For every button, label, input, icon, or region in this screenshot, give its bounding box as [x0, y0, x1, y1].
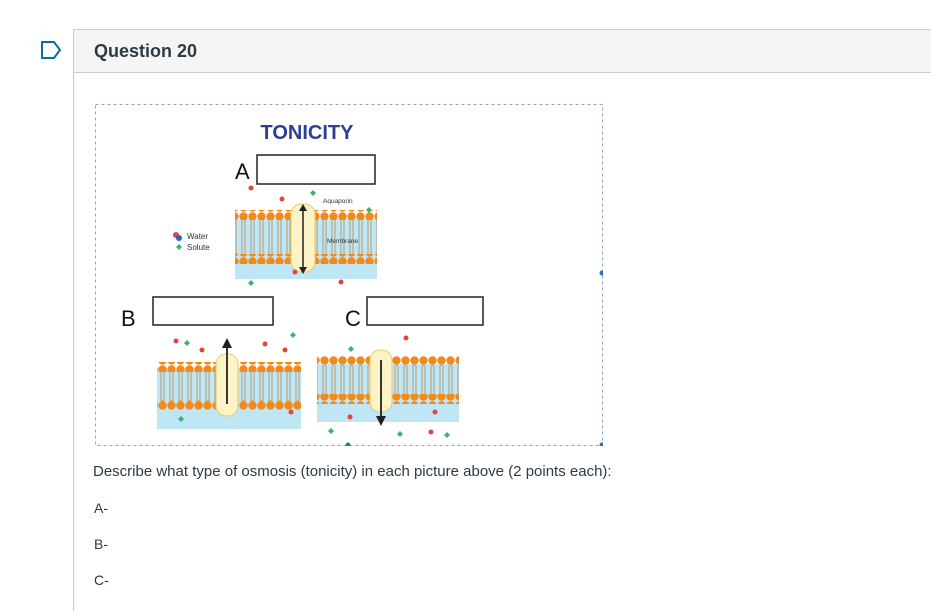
answer-box-a	[256, 154, 376, 185]
resize-handle[interactable]	[599, 442, 604, 447]
question-title: Question 20	[94, 41, 198, 61]
resize-handle[interactable]	[599, 270, 604, 276]
legend: Water Solute	[173, 232, 210, 252]
label-b: B	[121, 306, 136, 331]
aquaporin-label: Aquaporin	[323, 198, 353, 205]
question-prompt: Describe what type of osmosis (tonicity)…	[93, 463, 612, 480]
label-c: C	[345, 306, 361, 331]
membrane-label: Membrane	[327, 238, 358, 245]
panel-c: C	[317, 296, 484, 438]
answer-line-a: A-	[94, 500, 108, 516]
answer-line-b: B-	[94, 536, 108, 552]
legend-water-label: Water	[187, 232, 208, 241]
label-a: A	[235, 159, 250, 184]
tonicity-figure: TONICITY Water Solute A Aquaporin Membra…	[95, 104, 603, 446]
panel-b: B	[121, 296, 301, 429]
question-header: Question 20	[73, 29, 931, 73]
question-body	[73, 73, 931, 611]
figure-title: TONICITY	[261, 122, 355, 144]
resize-handle[interactable]	[345, 442, 351, 447]
flag-question-icon[interactable]	[40, 40, 62, 60]
answer-box-c	[366, 296, 484, 326]
panel-a: A Aquaporin Membrane	[235, 154, 377, 286]
answer-line-c: C-	[94, 572, 109, 588]
answer-box-b	[152, 296, 274, 326]
legend-solute-label: Solute	[187, 243, 210, 252]
image-frame	[95, 104, 603, 446]
